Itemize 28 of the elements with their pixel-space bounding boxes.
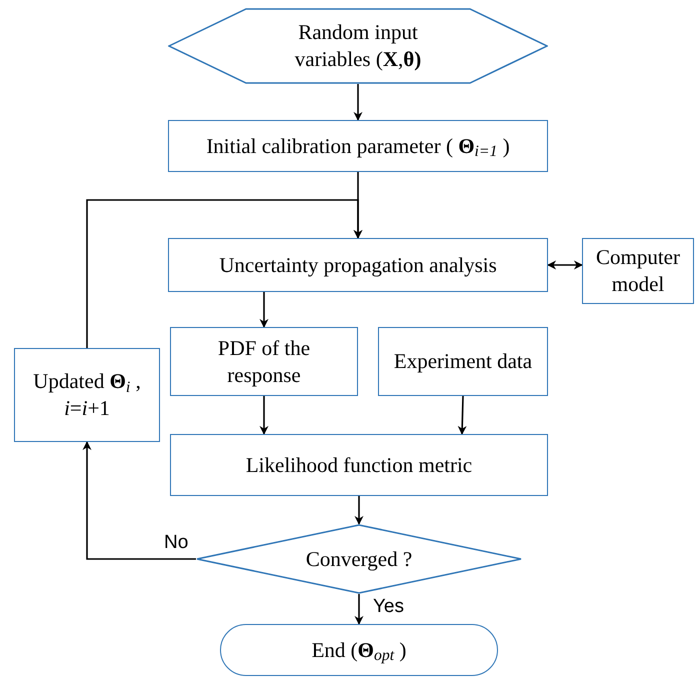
node-text: Updated Θ$_{i}$ , i=i+1	[32, 368, 142, 422]
arrow	[82, 441, 196, 560]
process-box	[378, 327, 548, 396]
process-box	[14, 348, 160, 442]
node-text: Likelihood function metric	[246, 452, 472, 478]
decision-diamond	[196, 524, 522, 594]
arrow	[354, 84, 362, 121]
node-text: Uncertainty propagation analysis	[219, 252, 497, 278]
input-hexagon	[168, 8, 548, 84]
process-box	[170, 327, 358, 396]
arrow	[260, 396, 268, 435]
process-box	[168, 120, 548, 172]
arrow	[547, 260, 583, 270]
arrow	[86, 199, 362, 348]
arrow	[354, 594, 364, 625]
arrow	[354, 496, 364, 525]
arrow	[458, 396, 467, 435]
arrow	[260, 292, 268, 328]
node-text: Converged ?	[306, 546, 412, 572]
process-box	[170, 434, 548, 496]
process-box	[168, 238, 548, 292]
node-text: Computer model	[595, 244, 681, 298]
node-text: Experiment data	[394, 348, 532, 375]
node-text: Initial calibration parameter ( Θ$_{i=1}$ )	[206, 132, 510, 160]
node-text: PDF of the response	[216, 334, 312, 388]
node-text: Random input variables (X,θ)	[294, 19, 422, 73]
process-box	[582, 238, 694, 304]
node-text: End (Θ$_{opt}$ )	[312, 636, 406, 664]
